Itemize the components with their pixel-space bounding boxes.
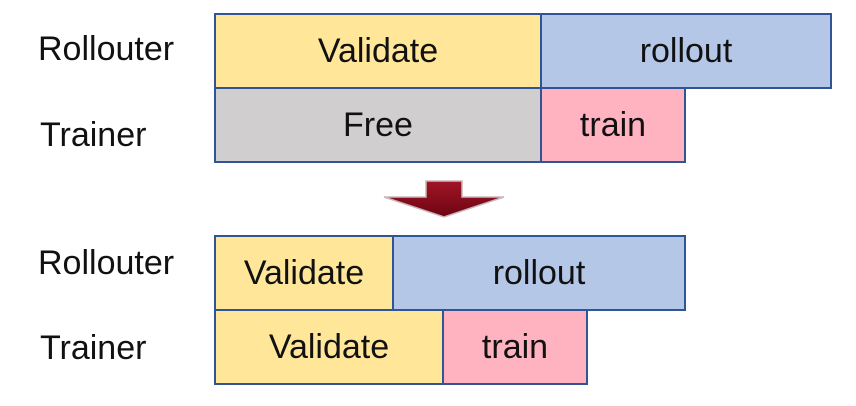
before-rollouter-validate-block: Validate: [214, 13, 542, 89]
before-rollouter-rollout-block: rollout: [540, 13, 832, 89]
after-trainer-train-block: train: [442, 309, 588, 385]
after-trainer-validate-block: Validate: [214, 309, 444, 385]
after-rollouter-rollout-block: rollout: [392, 235, 686, 311]
before-trainer-label: Trainer: [40, 116, 147, 154]
down-arrow-icon: [383, 180, 505, 218]
after-rollouter-validate-block: Validate: [214, 235, 394, 311]
after-trainer-label: Trainer: [40, 329, 147, 367]
before-trainer-free-block: Free: [214, 87, 542, 163]
before-trainer-train-block: train: [540, 87, 686, 163]
after-rollouter-label: Rollouter: [38, 244, 175, 282]
before-rollouter-label: Rollouter: [38, 30, 175, 68]
